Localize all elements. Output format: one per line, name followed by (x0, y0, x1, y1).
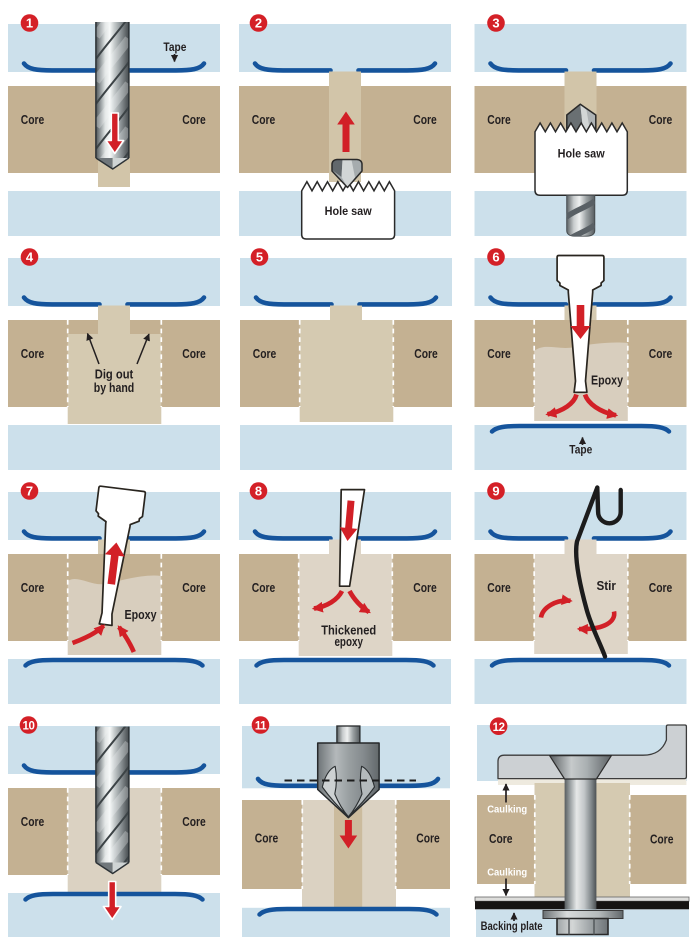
svg-text:Core: Core (253, 347, 277, 361)
svg-text:epoxy: epoxy (334, 635, 363, 649)
svg-text:Thickened: Thickened (321, 623, 376, 637)
svg-text:Stir: Stir (596, 579, 616, 593)
svg-text:Core: Core (182, 815, 206, 829)
svg-text:12: 12 (493, 722, 505, 734)
svg-text:3: 3 (492, 16, 499, 31)
svg-text:11: 11 (255, 721, 267, 733)
svg-text:Hole saw: Hole saw (325, 204, 372, 218)
svg-text:Core: Core (416, 832, 440, 846)
svg-text:10: 10 (23, 721, 35, 733)
svg-text:Core: Core (182, 347, 206, 361)
svg-text:Core: Core (21, 113, 45, 127)
svg-text:Core: Core (487, 581, 511, 595)
svg-text:Core: Core (414, 347, 438, 361)
svg-text:Core: Core (413, 581, 437, 595)
svg-text:Core: Core (252, 113, 276, 127)
svg-text:Tape: Tape (569, 443, 592, 457)
svg-text:Hole saw: Hole saw (558, 147, 605, 161)
svg-text:Core: Core (487, 347, 511, 361)
svg-text:Core: Core (182, 581, 206, 595)
svg-text:Epoxy: Epoxy (591, 373, 623, 387)
svg-text:Core: Core (413, 113, 437, 127)
svg-text:8: 8 (255, 484, 262, 499)
svg-text:by hand: by hand (94, 381, 135, 395)
svg-text:9: 9 (492, 484, 499, 499)
svg-text:Core: Core (650, 833, 674, 847)
svg-text:Tape: Tape (163, 40, 186, 54)
svg-text:6: 6 (492, 250, 499, 265)
svg-text:Caulking: Caulking (487, 804, 527, 816)
svg-text:Core: Core (649, 347, 673, 361)
svg-text:Core: Core (21, 347, 45, 361)
svg-text:Core: Core (252, 581, 276, 595)
svg-text:Core: Core (255, 832, 279, 846)
svg-text:1: 1 (26, 16, 33, 31)
svg-text:Core: Core (489, 832, 513, 846)
svg-text:Core: Core (487, 113, 511, 127)
svg-text:4: 4 (26, 250, 34, 265)
svg-text:Core: Core (649, 581, 673, 595)
svg-text:Caulking: Caulking (487, 867, 527, 879)
svg-text:7: 7 (26, 484, 33, 499)
svg-text:5: 5 (256, 250, 263, 265)
svg-text:Core: Core (182, 113, 206, 127)
svg-text:2: 2 (255, 16, 262, 31)
svg-text:Backing plate: Backing plate (481, 919, 543, 933)
svg-text:Core: Core (649, 113, 673, 127)
svg-text:Dig out: Dig out (95, 368, 134, 382)
svg-text:Epoxy: Epoxy (125, 608, 157, 622)
svg-text:Core: Core (21, 815, 45, 829)
svg-text:Core: Core (21, 581, 45, 595)
